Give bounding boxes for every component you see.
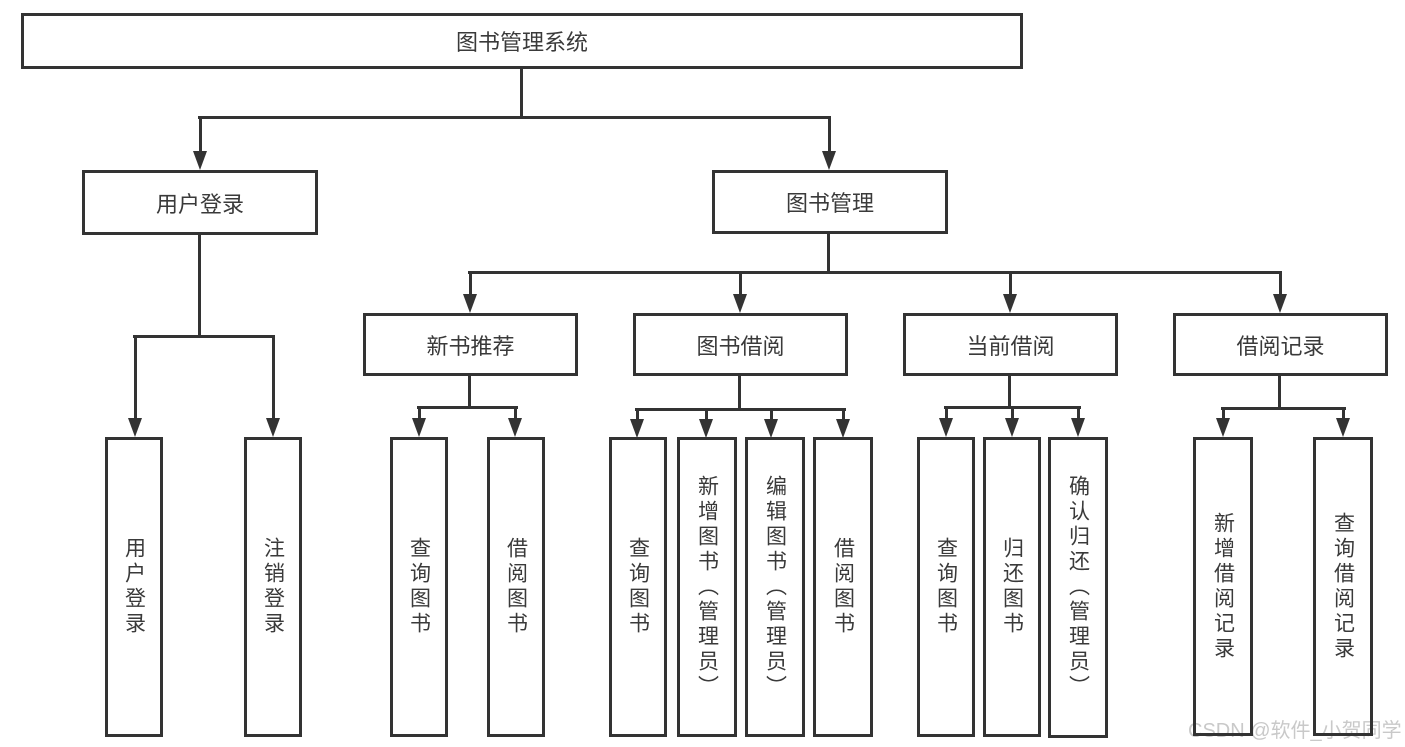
arrow-to-book-borrow: [732, 272, 748, 313]
arrow-to-bb-add: [698, 409, 714, 438]
node-leaf-user-login: 用户登录: [105, 437, 163, 737]
connector-root-stem: [520, 69, 523, 119]
node-current-borrow: 当前借阅: [903, 313, 1118, 376]
connector-rec-stem: [468, 376, 471, 409]
connector-br-stem: [1278, 376, 1281, 410]
connector-root-rail: [198, 116, 831, 119]
node-library-system: 图书管理系统: [21, 13, 1023, 69]
arrow-to-cb-query: [938, 407, 954, 437]
node-leaf-rec-borrow: 借阅图书: [487, 437, 545, 737]
node-leaf-bb-query: 查询图书: [609, 437, 667, 737]
arrow-to-rec-borrow: [507, 407, 523, 437]
arrow-to-br-query: [1335, 408, 1351, 437]
arrow-to-current-borrow: [1002, 272, 1018, 313]
arrow-to-bb-borrow: [835, 409, 851, 438]
arrow-to-leaf-user-login: [127, 337, 143, 437]
arrow-to-br-add: [1215, 408, 1231, 437]
node-leaf-br-add: 新增借阅记录: [1193, 437, 1253, 736]
node-new-book-rec: 新书推荐: [363, 313, 578, 376]
node-leaf-cb-query: 查询图书: [917, 437, 975, 737]
node-leaf-cb-confirm: 确认归还（管理员）: [1048, 437, 1108, 738]
connector-mgmt-rail: [468, 271, 1282, 274]
node-leaf-cb-return: 归还图书: [983, 437, 1041, 737]
csdn-watermark: CSDN @软件_小贺同学: [1188, 720, 1402, 742]
connector-mgmt-stem: [827, 234, 830, 274]
arrow-to-bb-edit: [763, 409, 779, 438]
arrow-to-cb-return: [1004, 407, 1020, 437]
connector-rec-rail: [417, 406, 518, 409]
node-leaf-user-logout: 注销登录: [244, 437, 302, 737]
connector-user-rail: [133, 335, 275, 338]
node-borrow-record: 借阅记录: [1173, 313, 1388, 376]
node-leaf-br-query: 查询借阅记录: [1313, 437, 1373, 736]
arrow-to-cb-confirm: [1070, 407, 1086, 437]
node-leaf-rec-query: 查询图书: [390, 437, 448, 737]
connector-user-stem: [198, 235, 201, 338]
node-book-borrow: 图书借阅: [633, 313, 848, 376]
connector-bb-rail: [635, 408, 846, 411]
node-leaf-bb-edit: 编辑图书（管理员）: [745, 437, 805, 737]
connector-cb-stem: [1008, 376, 1011, 409]
arrow-to-rec-query: [411, 407, 427, 437]
node-leaf-bb-borrow: 借阅图书: [813, 437, 873, 737]
arrow-to-leaf-user-logout: [265, 337, 281, 437]
node-book-mgmt: 图书管理: [712, 170, 948, 234]
arrow-to-new-book-rec: [462, 272, 478, 313]
node-leaf-bb-add: 新增图书（管理员）: [677, 437, 737, 737]
connector-br-rail: [1221, 407, 1346, 410]
arrow-to-borrow-record: [1272, 272, 1288, 313]
node-user-login: 用户登录: [82, 170, 318, 235]
arrow-to-user-login: [192, 117, 208, 170]
arrow-to-bb-query: [629, 409, 645, 438]
arrow-to-book-mgmt: [821, 117, 837, 170]
connector-bb-stem: [738, 376, 741, 411]
